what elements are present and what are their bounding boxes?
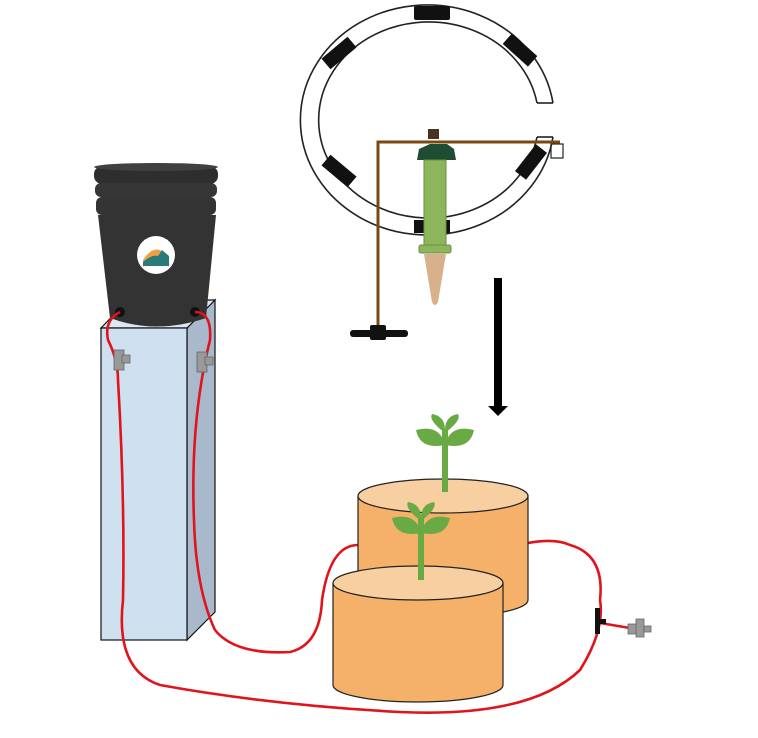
plant-icon xyxy=(416,414,474,492)
plant-icon xyxy=(392,502,450,580)
brown-tubing xyxy=(376,140,560,328)
tee-fitting-icon xyxy=(350,325,408,340)
pot-icon xyxy=(332,565,504,703)
watering-stake-icon xyxy=(417,129,456,305)
valve-icon xyxy=(113,349,214,373)
tee-fitting-icon xyxy=(595,608,606,634)
valve-icon xyxy=(627,618,652,638)
ring-icon xyxy=(299,4,564,236)
arrow-down-icon xyxy=(488,278,508,416)
bucket-icon xyxy=(94,163,218,327)
logo xyxy=(137,236,175,274)
